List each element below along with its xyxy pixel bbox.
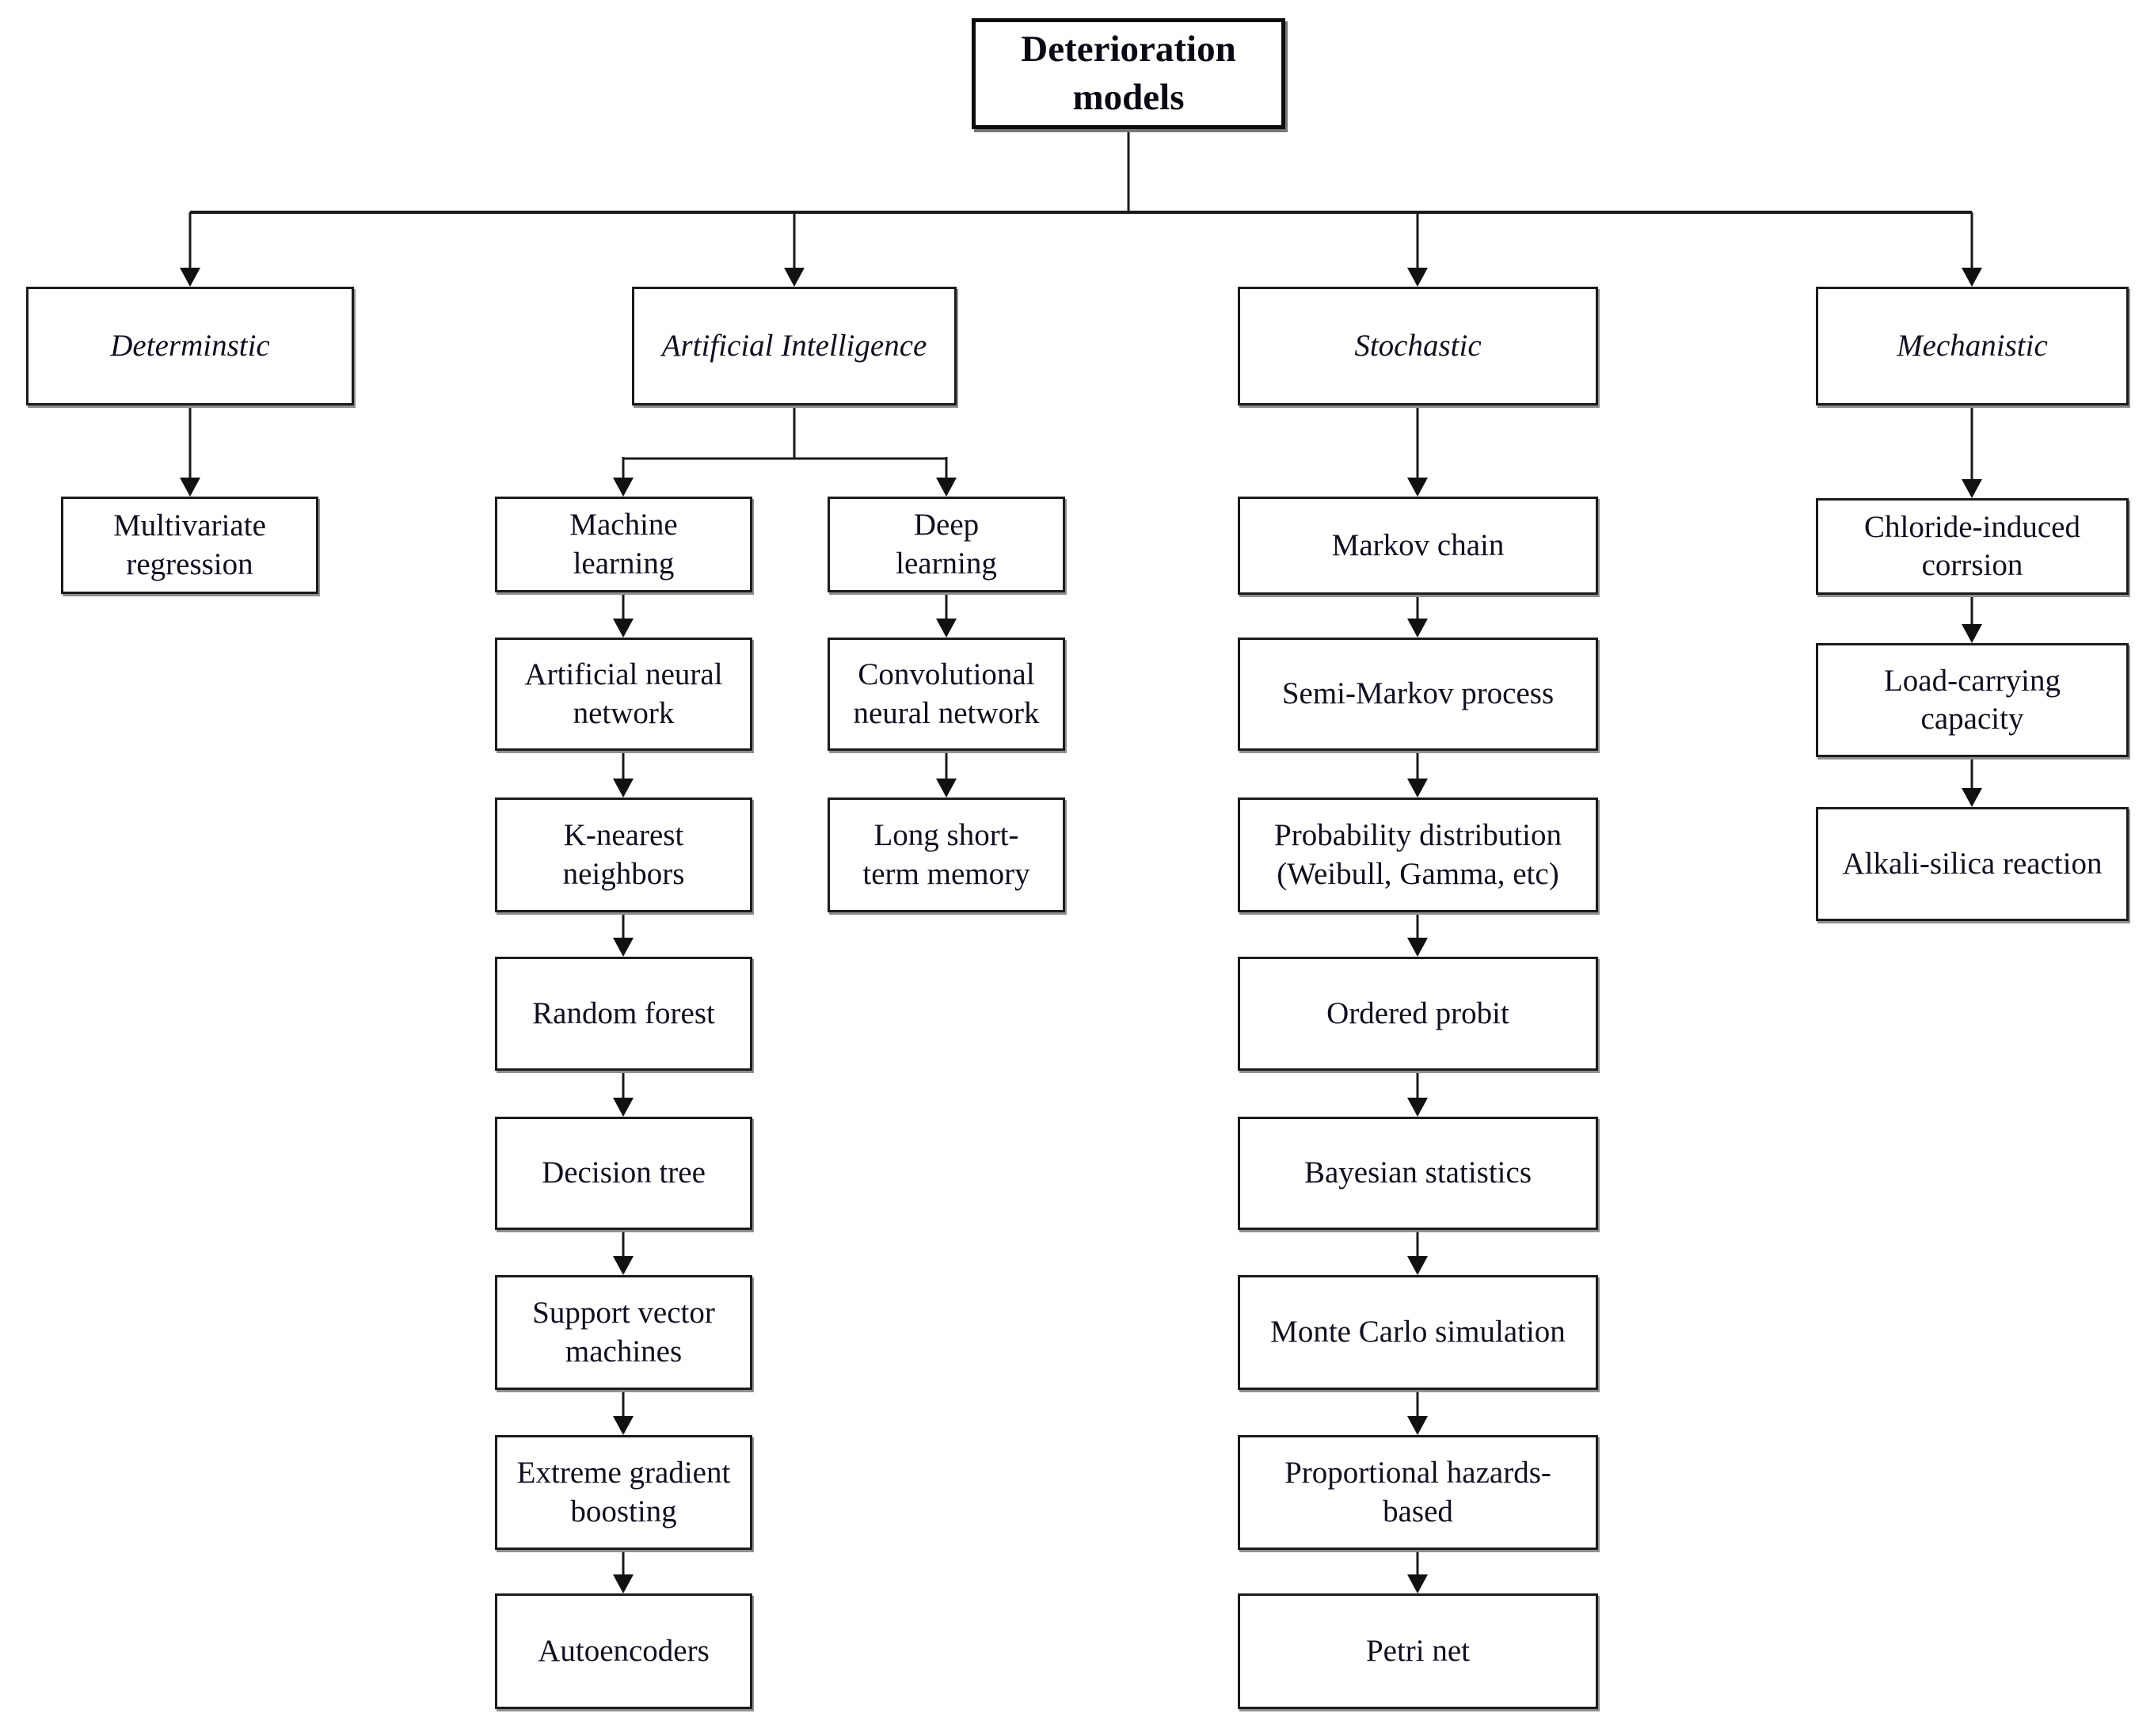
arrow-deterministic-to-multivariate xyxy=(180,405,200,497)
node-random-forest: Random forest xyxy=(495,957,752,1071)
node-bayesian-statistics: Bayesian statistics xyxy=(1238,1117,1598,1230)
node-petri-net: Petri net xyxy=(1238,1593,1598,1709)
arrow-load-carrying-to-alkali xyxy=(1962,757,1982,807)
arrow-svm-to-xgboost xyxy=(613,1390,634,1435)
node-k-nearest-neighbors: K-nearest neighbors xyxy=(495,798,752,912)
arrow-semi-markov-to-probability xyxy=(1407,751,1428,798)
node-deep-learning: Deep learning xyxy=(828,497,1065,592)
node-semi-markov-process: Semi-Markov process xyxy=(1238,638,1598,751)
node-artificial-neural-network: Artificial neural network xyxy=(495,638,752,751)
node-stochastic: Stochastic xyxy=(1238,287,1598,405)
arrow-ordered-probit-to-bayesian xyxy=(1407,1071,1428,1117)
arrow-markov-to-semi-markov xyxy=(1407,595,1428,638)
arrow-xgboost-to-autoencoders xyxy=(613,1550,634,1593)
arrow-probability-to-ordered-probit xyxy=(1407,912,1428,957)
node-convolutional-neural-network: Convolutional neural network xyxy=(828,638,1065,751)
node-monte-carlo-simulation: Monte Carlo simulation xyxy=(1238,1275,1598,1390)
arrow-ann-to-knn xyxy=(613,751,634,798)
node-extreme-gradient-boosting: Extreme gradient boosting xyxy=(495,1435,752,1550)
node-ordered-probit: Ordered probit xyxy=(1238,957,1598,1071)
node-artificial-intelligence: Artificial Intelligence xyxy=(632,287,957,405)
arrow-ml-to-ann xyxy=(613,592,634,638)
node-deterministic: Determinstic xyxy=(26,287,354,405)
arrow-bayesian-to-monte-carlo xyxy=(1407,1230,1428,1275)
node-multivariate-regression: Multivariate regression xyxy=(61,497,318,594)
node-alkali-silica-reaction: Alkali-silica reaction xyxy=(1816,807,2129,921)
arrow-root-to-deterministic xyxy=(180,212,200,287)
node-mechanistic: Mechanistic xyxy=(1816,287,2129,405)
arrow-ai-to-machine-learning xyxy=(613,457,634,497)
arrow-random-forest-to-decision-tree xyxy=(613,1071,634,1117)
arrow-chloride-to-load-carrying xyxy=(1962,595,1982,643)
arrow-root-to-stochastic xyxy=(1407,212,1428,287)
arrow-mechanistic-to-chloride xyxy=(1962,405,1982,498)
node-probability-distribution: Probability distribution (Weibull, Gamma… xyxy=(1238,798,1598,912)
arrow-knn-to-random-forest xyxy=(613,912,634,957)
node-proportional-hazards-based: Proportional hazards- based xyxy=(1238,1435,1598,1550)
arrow-proportional-hazards-to-petri-net xyxy=(1407,1550,1428,1593)
node-decision-tree: Decision tree xyxy=(495,1117,752,1230)
node-deterioration-models: Deterioration models xyxy=(972,18,1285,129)
arrow-decision-tree-to-svm xyxy=(613,1230,634,1275)
node-chloride-induced-corrosion: Chloride-induced corrsion xyxy=(1816,498,2129,595)
node-support-vector-machines: Support vector machines xyxy=(495,1275,752,1390)
node-markov-chain: Markov chain xyxy=(1238,497,1598,595)
arrow-monte-carlo-to-proportional-hazards xyxy=(1407,1390,1428,1435)
node-machine-learning: Machine learning xyxy=(495,497,752,592)
arrow-root-to-artificial-intelligence xyxy=(784,212,805,287)
node-long-short-term-memory: Long short- term memory xyxy=(828,798,1065,912)
arrow-root-to-mechanistic xyxy=(1962,212,1982,287)
arrow-dl-to-cnn xyxy=(936,592,957,638)
arrow-stochastic-to-markov-chain xyxy=(1407,405,1428,497)
arrow-cnn-to-lstm xyxy=(936,751,957,798)
node-autoencoders: Autoencoders xyxy=(495,1593,752,1709)
node-load-carrying-capacity: Load-carrying capacity xyxy=(1816,643,2129,757)
arrow-ai-to-deep-learning xyxy=(936,457,957,497)
